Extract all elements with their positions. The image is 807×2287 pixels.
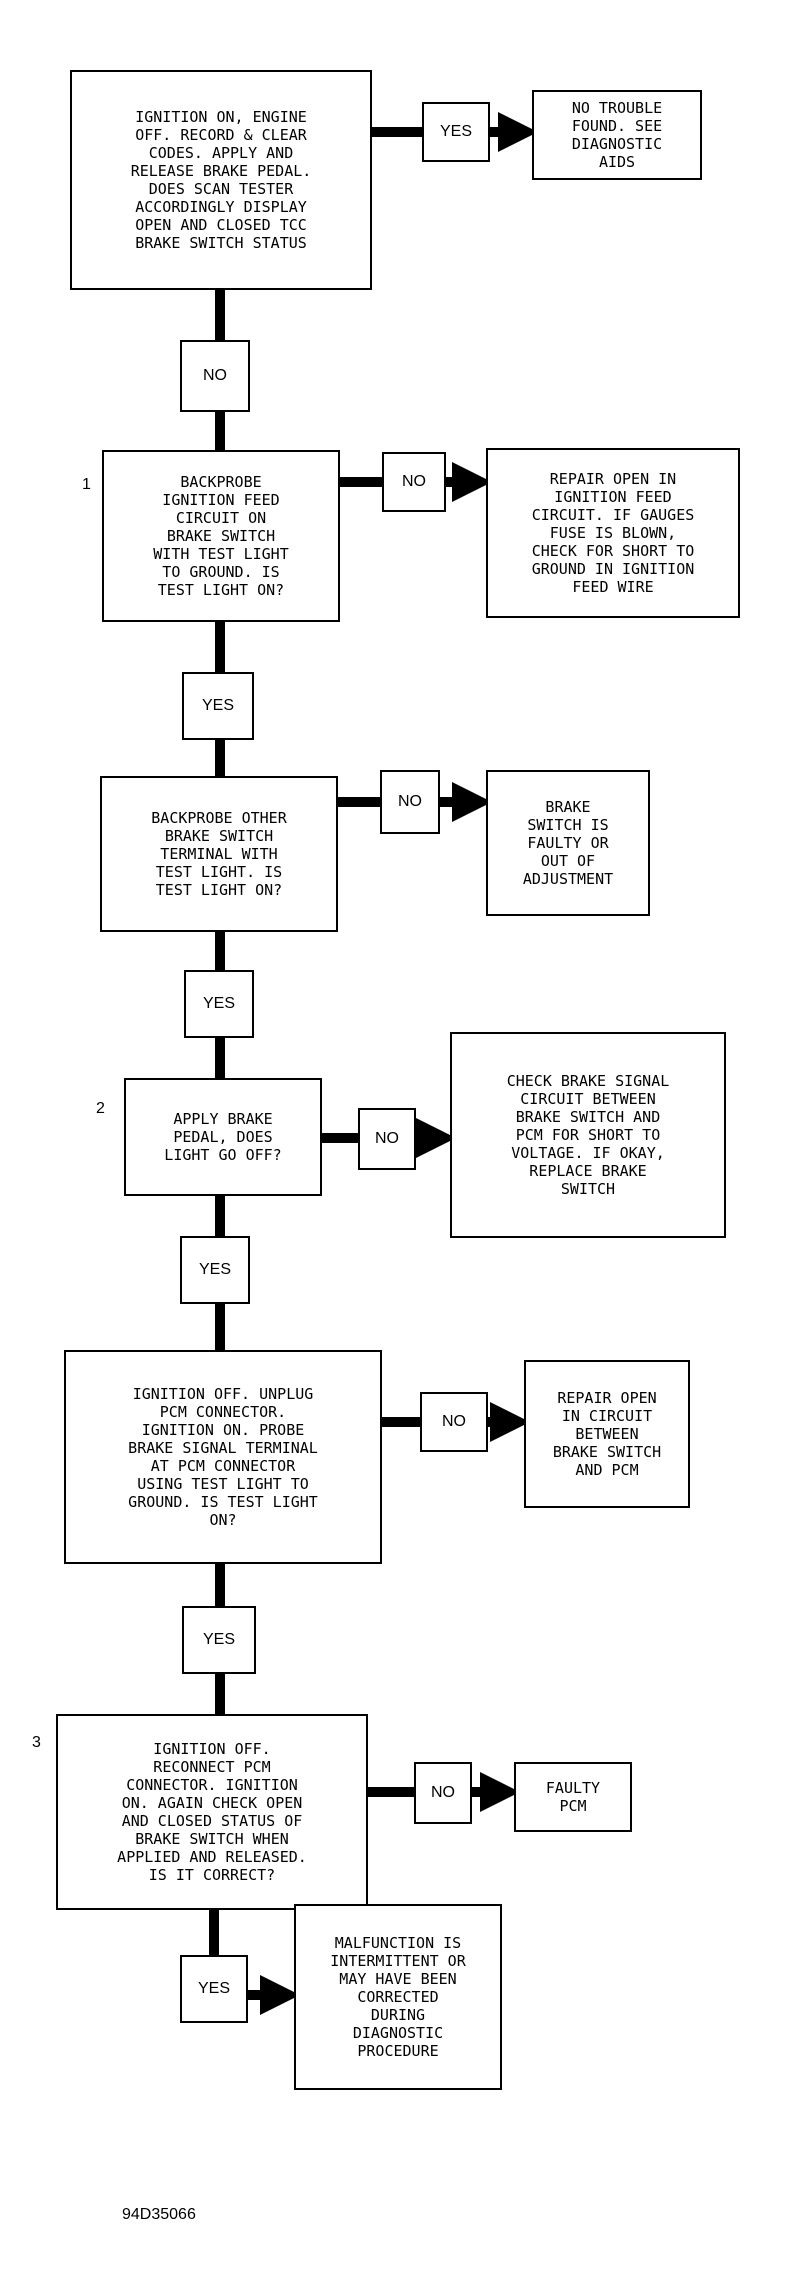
- backprobe-ignition-box: BACKPROBE IGNITION FEED CIRCUIT ON BRAKE…: [102, 450, 340, 622]
- no-label-start: NO: [180, 340, 250, 412]
- repair-circuit-box: REPAIR OPEN IN CIRCUIT BETWEEN BRAKE SWI…: [524, 1360, 690, 1508]
- yes-label-backprobe-other: YES: [184, 970, 254, 1038]
- no-trouble-box: NO TROUBLE FOUND. SEE DIAGNOSTIC AIDS: [532, 90, 702, 180]
- figure-id: 94D35066: [122, 2206, 196, 2223]
- faulty-pcm-box: FAULTY PCM: [514, 1762, 632, 1832]
- apply-pedal-box: APPLY BRAKE PEDAL, DOES LIGHT GO OFF?: [124, 1078, 322, 1196]
- no-label-step3: NO: [414, 1762, 472, 1824]
- yes-label-step1: YES: [182, 672, 254, 740]
- yes-label-start: YES: [422, 102, 490, 162]
- no-label-unplug: NO: [420, 1392, 488, 1452]
- yes-label-step3: YES: [180, 1955, 248, 2023]
- step-number-3: 3: [32, 1734, 41, 1751]
- unplug-pcm-box: IGNITION OFF. UNPLUG PCM CONNECTOR. IGNI…: [64, 1350, 382, 1564]
- no-label-step2: NO: [358, 1108, 416, 1170]
- reconnect-pcm-box: IGNITION OFF. RECONNECT PCM CONNECTOR. I…: [56, 1714, 368, 1910]
- switch-faulty-box: BRAKE SWITCH IS FAULTY OR OUT OF ADJUSTM…: [486, 770, 650, 916]
- check-signal-box: CHECK BRAKE SIGNAL CIRCUIT BETWEEN BRAKE…: [450, 1032, 726, 1238]
- backprobe-other-box: BACKPROBE OTHER BRAKE SWITCH TERMINAL WI…: [100, 776, 338, 932]
- no-label-step1: NO: [382, 452, 446, 512]
- step-number-2: 2: [96, 1100, 105, 1117]
- yes-label-step2: YES: [180, 1236, 250, 1304]
- repair-ignition-box: REPAIR OPEN IN IGNITION FEED CIRCUIT. IF…: [486, 448, 740, 618]
- no-label-backprobe-other: NO: [380, 770, 440, 834]
- intermittent-box: MALFUNCTION IS INTERMITTENT OR MAY HAVE …: [294, 1904, 502, 2090]
- yes-label-unplug: YES: [182, 1606, 256, 1674]
- step-number-1: 1: [82, 476, 91, 493]
- start-box: IGNITION ON, ENGINE OFF. RECORD & CLEAR …: [70, 70, 372, 290]
